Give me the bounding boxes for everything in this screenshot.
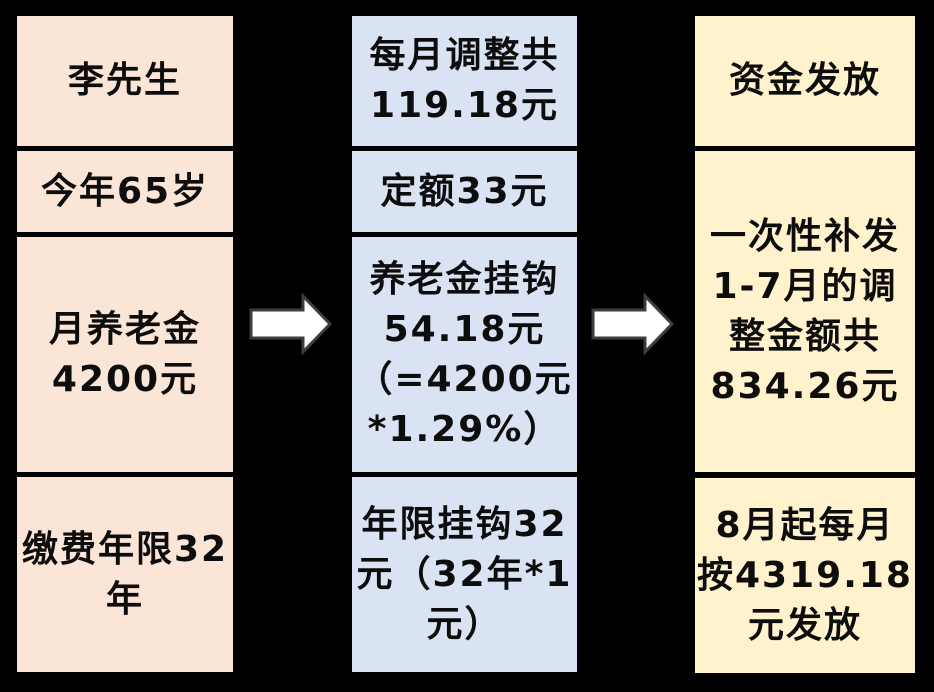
box-funds-distribution: 资金发放 [695, 16, 915, 146]
box-monthly-pension-4200: 月养老金 4200元 [17, 237, 233, 472]
box-fixed-amount-33: 定额33元 [352, 151, 577, 232]
box-age-65: 今年65岁 [17, 151, 233, 232]
box-august-monthly-payment: 8月起每月 按4319.18 元发放 [695, 478, 915, 673]
box-pension-linked-54-18: 养老金挂钩 54.18元 （=4200元 *1.29%） [352, 237, 577, 472]
box-contribution-years-32: 缴费年限32 年 [17, 477, 233, 672]
arrow-right-icon [249, 293, 333, 355]
box-monthly-adjustment-total: 每月调整共 119.18元 [352, 16, 577, 146]
box-years-linked-32: 年限挂钩32 元（32年*1 元） [352, 477, 577, 672]
box-lump-sum-backpay: 一次性补发 1-7月的调 整金额共 834.26元 [695, 151, 915, 472]
arrow-right-icon [591, 293, 675, 355]
box-mr-li: 李先生 [17, 16, 233, 146]
